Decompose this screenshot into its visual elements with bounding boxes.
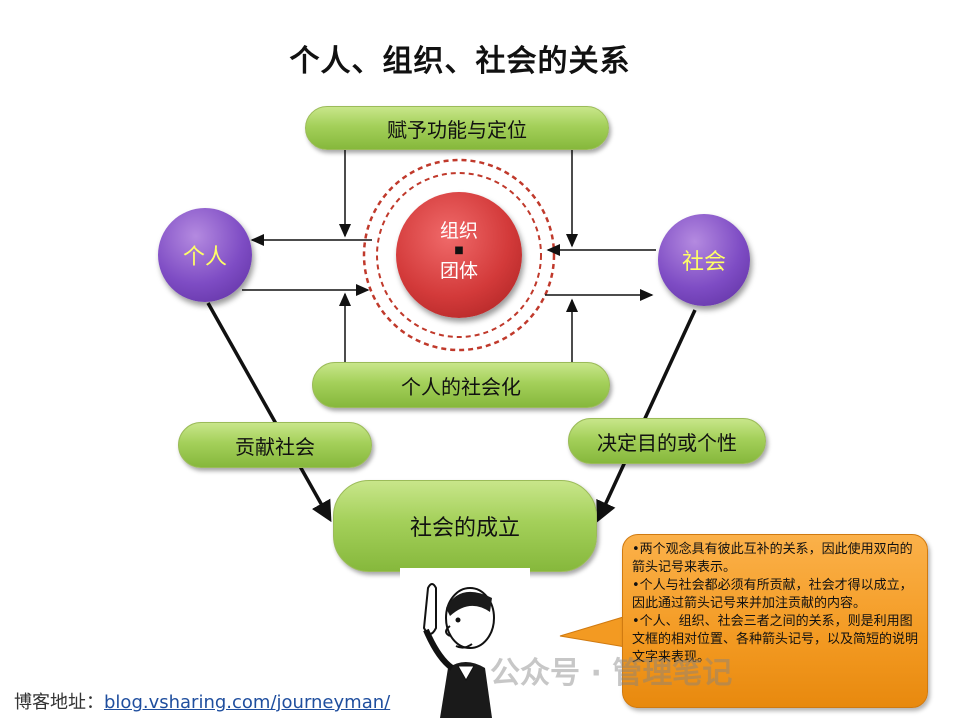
- organization-bullet-icon: ■: [396, 244, 522, 258]
- pill-determine-purpose-label: 决定目的或个性: [597, 427, 737, 456]
- footer-label: 博客地址：: [14, 692, 104, 713]
- watermark: 公众号 · 管理笔记: [490, 648, 732, 692]
- organization-label: 组织 ■ 团体: [396, 218, 522, 284]
- callout-line-2: •个人与社会都必须有所贡献，社会才得以成立，因此通过箭头记号来并加注贡献的内容。: [632, 577, 922, 613]
- pill-society-formation: 社会的成立: [333, 480, 597, 572]
- pill-contribute-society: 贡献社会: [178, 422, 372, 468]
- pill-society-formation-label: 社会的成立: [410, 510, 520, 542]
- pill-assign-function-label: 赋予功能与定位: [387, 114, 527, 143]
- thinking-man-illustration: [400, 568, 530, 718]
- individual-label: 个人: [183, 239, 227, 271]
- individual-node: 个人: [158, 208, 252, 302]
- pill-determine-purpose: 决定目的或个性: [568, 418, 766, 464]
- blog-link[interactable]: blog.vsharing.com/journeyman/: [104, 692, 390, 713]
- society-label: 社会: [682, 244, 726, 276]
- pill-socialization: 个人的社会化: [312, 362, 610, 408]
- pill-contribute-society-label: 贡献社会: [235, 431, 315, 460]
- footer: 博客地址：blog.vsharing.com/journeyman/: [14, 688, 390, 714]
- pill-socialization-label: 个人的社会化: [401, 371, 521, 400]
- arrow-individual-to-society-formation: [208, 303, 328, 516]
- organization-label-line2: 团体: [396, 258, 522, 284]
- organization-label-line1: 组织: [396, 218, 522, 244]
- pill-assign-function: 赋予功能与定位: [305, 106, 609, 150]
- callout-line-1: •两个观念具有彼此互补的关系，因此使用双向的箭头记号来表示。: [632, 541, 922, 577]
- society-node: 社会: [658, 214, 750, 306]
- arrow-society-to-society-formation: [600, 310, 695, 516]
